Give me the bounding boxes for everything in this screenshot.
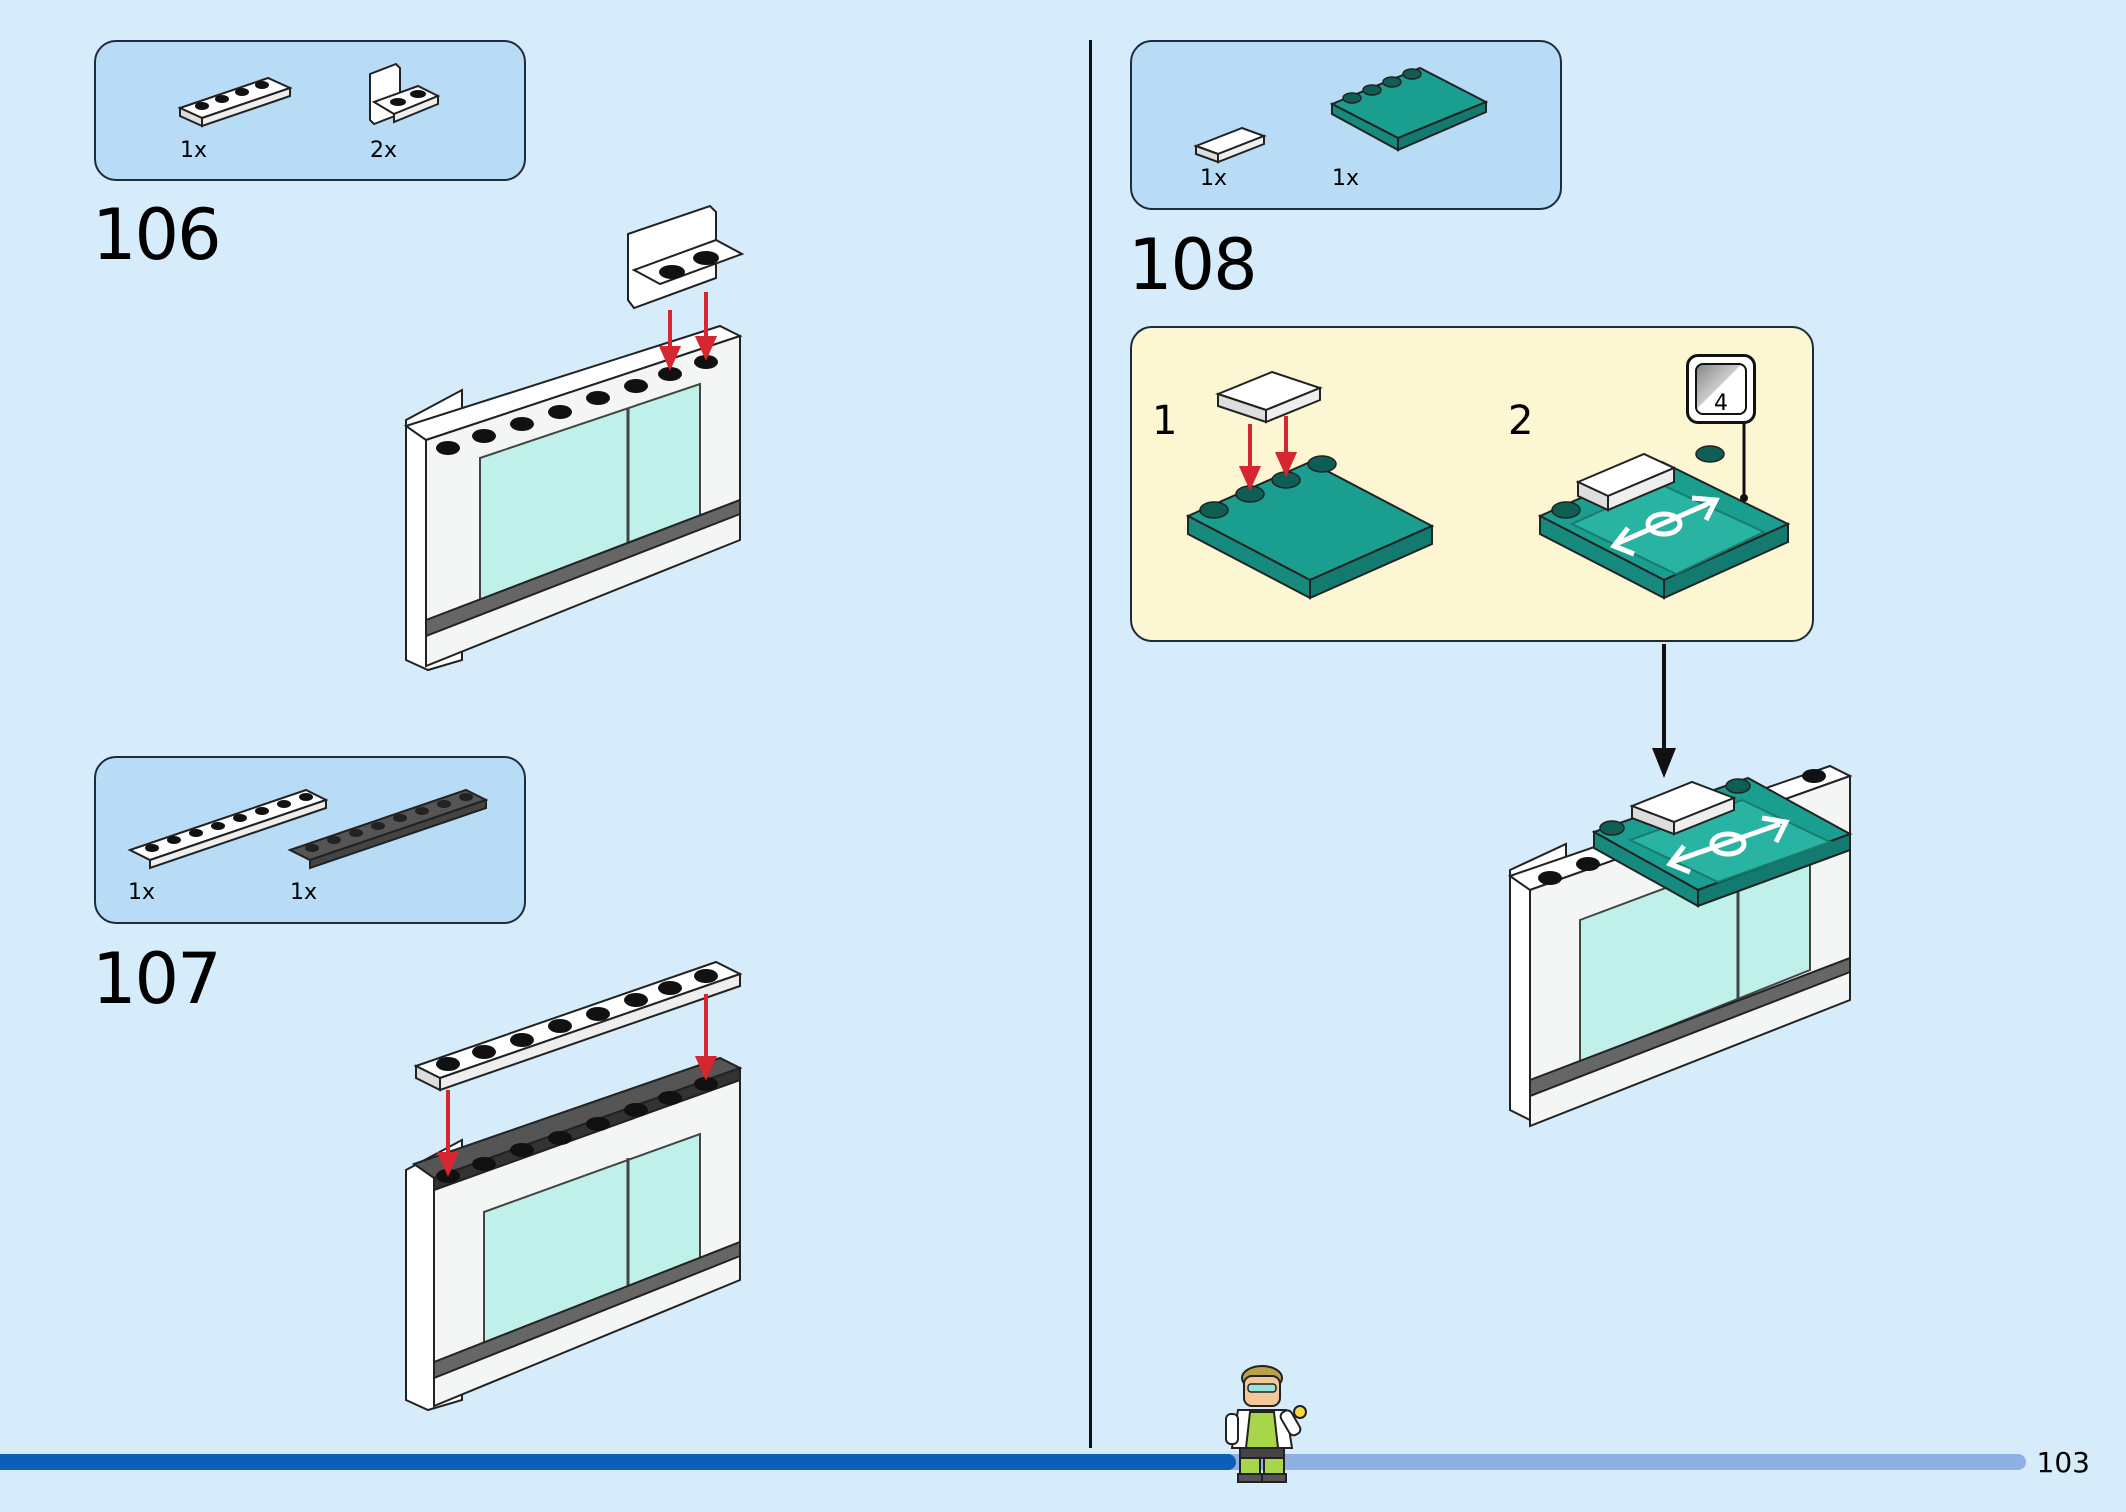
step-107-number: 107 bbox=[92, 938, 222, 1020]
sticker-callout: 4 bbox=[1686, 354, 1756, 424]
step-106-parts-box: 1x 2x bbox=[94, 40, 526, 181]
step-107-part-2-qty: 1x bbox=[290, 880, 318, 905]
plate-4x4-teal-icon bbox=[1329, 66, 1489, 152]
step-106-wall-assembly bbox=[403, 204, 745, 672]
step-106-number: 106 bbox=[92, 194, 222, 276]
step-108-part-1-qty: 1x bbox=[1200, 166, 1228, 191]
bracket-icon bbox=[369, 62, 441, 126]
page-divider bbox=[1089, 40, 1092, 1448]
substep-1-diagram bbox=[1185, 370, 1435, 600]
step-107-wall-assembly bbox=[405, 960, 743, 1412]
substep-2-number: 2 bbox=[1508, 398, 1534, 444]
plate-1x4-white-icon bbox=[177, 76, 293, 128]
step-106-part-2-qty: 2x bbox=[370, 138, 398, 163]
page-number: 103 bbox=[2036, 1446, 2090, 1479]
step-108-part-2-qty: 1x bbox=[1332, 166, 1360, 191]
step-106-part-1-qty: 1x bbox=[180, 138, 208, 163]
plate-1x8-white-icon bbox=[127, 788, 329, 870]
progress-fill bbox=[0, 1454, 1236, 1470]
plate-1x8-dark-grey-icon bbox=[287, 788, 489, 870]
step-108-substep-box: 1 2 bbox=[1130, 326, 1814, 642]
step-108-final-assembly bbox=[1507, 764, 1853, 1128]
substep-2-diagram bbox=[1537, 418, 1791, 600]
substep-1-number: 1 bbox=[1152, 398, 1178, 444]
step-107-parts-box: 1x 1x bbox=[94, 756, 526, 924]
step-107-part-1-qty: 1x bbox=[128, 880, 156, 905]
minifigure-icon bbox=[1225, 1365, 1307, 1483]
step-108-number: 108 bbox=[1128, 224, 1258, 306]
sticker-number: 4 bbox=[1714, 391, 1728, 416]
step-108-parts-box: 1x 1x bbox=[1130, 40, 1562, 210]
substep-placement-arrow bbox=[1652, 644, 1676, 778]
tile-1x2-white-icon bbox=[1193, 126, 1267, 164]
sticker-icon bbox=[1695, 363, 1747, 415]
